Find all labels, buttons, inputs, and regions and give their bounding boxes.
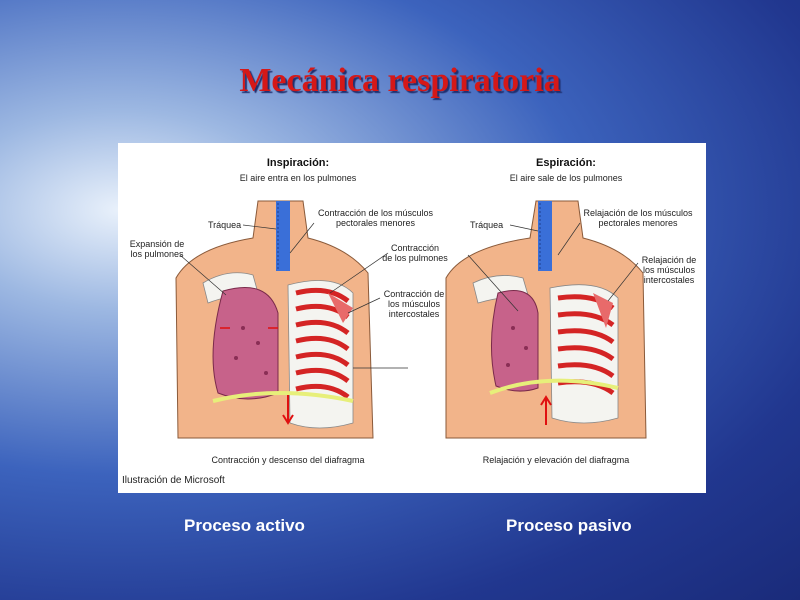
caption-active-process: Proceso activo	[184, 516, 305, 535]
diaphragm-up-arrow	[540, 395, 552, 406]
expiration-intercostal-label: Relajación de los músculos intercostales	[641, 255, 697, 285]
inspiration-torso	[175, 200, 408, 439]
inspiration-diaphragm	[212, 391, 354, 403]
illustration-credit: Ilustración de Microsoft	[122, 475, 225, 486]
expiration-diaphragm	[489, 378, 619, 395]
inspiration-diaphragm-label: Contracción y descenso del diafragma	[211, 455, 365, 465]
expiration-trachea	[538, 201, 552, 271]
inspiration-subheading: El aire entra en los pulmones	[239, 173, 357, 183]
expiration-torso	[445, 200, 647, 439]
inspiration-pectoral-label: Contracción de los músculos pectorales m…	[317, 208, 434, 228]
expiration-pectoral-label: Relajación de los músculos pectorales me…	[583, 208, 693, 228]
inspiration-intercostal-label: Contracción de los músculos intercostale…	[383, 289, 445, 319]
diaphragm-down-arrow	[282, 414, 294, 425]
respiration-diagram: Inspiración: El aire entra en los pulmon…	[118, 143, 706, 493]
slide-title: Mecánica respiratoria	[239, 62, 561, 99]
inspiration-lung	[212, 287, 279, 400]
inspiration-lung-contraction-label: Contracción de los pulmones	[382, 243, 448, 263]
expiration-lung	[491, 290, 539, 392]
expiration-heading: Espiración:	[536, 157, 596, 169]
expiration-trachea-label: Tráquea	[470, 220, 504, 230]
expiration-diaphragm-label: Relajación y elevación del diafragma	[482, 455, 630, 465]
caption-passive-process: Proceso pasivo	[506, 516, 632, 535]
inspiration-lung-expansion-label: Expansión de los pulmones	[129, 239, 185, 259]
inspiration-ribs	[287, 280, 354, 429]
inspiration-heading: Inspiración:	[266, 157, 330, 169]
inspiration-trachea-label: Tráquea	[208, 220, 242, 230]
inspiration-trachea	[276, 201, 290, 271]
expiration-subheading: El aire sale de los pulmones	[509, 173, 623, 183]
diagram-illustration	[175, 200, 647, 439]
expiration-ribs	[549, 284, 619, 424]
